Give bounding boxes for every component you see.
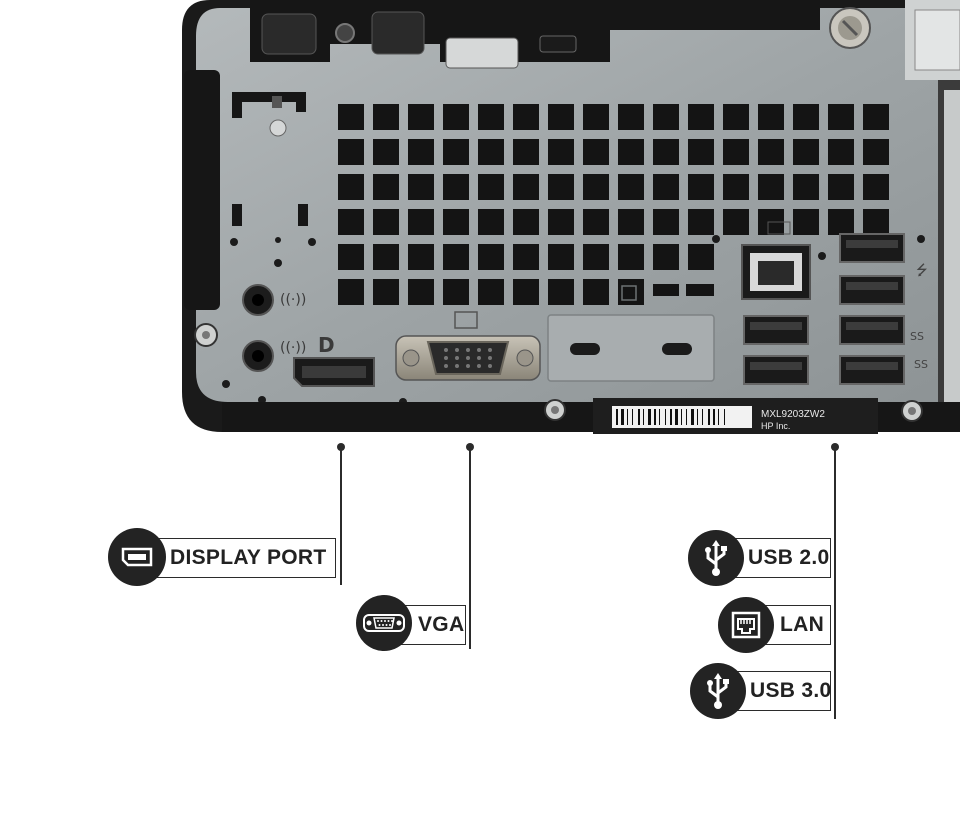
ethernet-port-icon — [718, 597, 774, 653]
usb-icon — [688, 530, 744, 586]
usb-socket — [743, 315, 809, 345]
usb-socket — [839, 275, 905, 305]
usb-icon — [690, 663, 746, 719]
usb-socket — [839, 233, 905, 263]
vga-socket — [395, 311, 541, 381]
usb-socket — [743, 355, 809, 385]
usb3-label: USB 3.0 — [750, 679, 832, 702]
svg-text:((·)): ((·)) — [280, 292, 306, 308]
ventilation-grille — [338, 104, 889, 305]
usb-socket — [839, 315, 905, 345]
ethernet-socket — [741, 221, 811, 300]
barcode — [616, 409, 725, 425]
usb2-label: USB 2.0 — [748, 546, 830, 569]
vga-connector-icon — [356, 595, 412, 651]
svg-text:((·)): ((·)) — [280, 340, 306, 356]
serial-number-text: MXL9203ZW2 — [761, 409, 825, 420]
displayport-icon — [108, 528, 166, 586]
displayport-label-box: DISPLAY PORT — [136, 538, 336, 578]
svg-text:SS: SS — [914, 358, 928, 371]
vga-label: VGA — [418, 613, 465, 636]
audio-jack-bottom — [242, 340, 274, 372]
maker-text: HP Inc. — [761, 421, 790, 431]
svg-text:SS: SS — [910, 330, 924, 343]
vga-leader-line — [469, 447, 471, 649]
usb-socket — [839, 355, 905, 385]
svg-text:D: D — [318, 333, 335, 357]
pc-rear-panel-image: ((·)) ((·)) D ⭍ SS SS — [182, 0, 960, 434]
displayport-socket — [293, 357, 375, 387]
usb-lan-leader-line — [834, 447, 836, 719]
audio-jack-top — [242, 284, 274, 316]
lan-label: LAN — [780, 613, 825, 636]
svg-text:⭍: ⭍ — [916, 263, 928, 279]
displayport-leader-line — [340, 447, 342, 585]
displayport-label: DISPLAY PORT — [170, 546, 327, 569]
